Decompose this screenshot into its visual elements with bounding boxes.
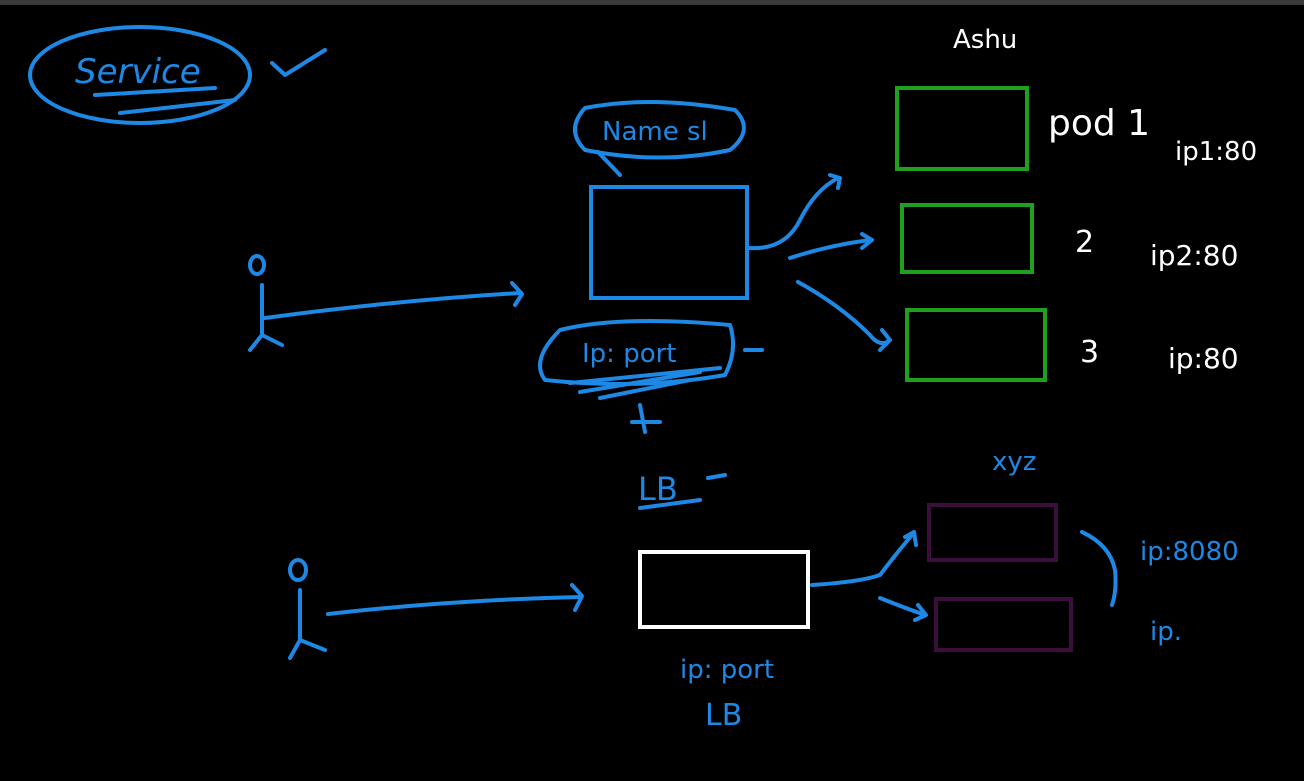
ip-short-label: ip.: [1150, 617, 1182, 647]
pod2-label: 2: [1075, 225, 1094, 260]
lb-label: LB: [638, 470, 678, 508]
arrow-to-pod1: [748, 176, 840, 251]
user1-head-icon: [248, 254, 266, 276]
arrow-head-pod3: [878, 328, 892, 352]
user2-head-icon: [288, 558, 308, 582]
ip-port-bottom-label: ip: port: [680, 655, 774, 685]
service-underline-1: [93, 86, 217, 97]
user1-arrow: [263, 291, 522, 320]
service-box: [589, 185, 749, 300]
pod3-label: 3: [1080, 335, 1099, 370]
ip-8080-label: ip:8080: [1140, 537, 1239, 567]
user2-arrow-head: [570, 583, 584, 612]
user-figure-2: [288, 558, 327, 660]
user1-arrow-head: [510, 281, 524, 307]
lb-arrow-to-pod-b: [878, 596, 927, 617]
xyz-label: xyz: [992, 447, 1036, 477]
purple-pod-box-2: [934, 597, 1073, 652]
name-bubble-tail: [596, 150, 622, 177]
arrow-head-pod2: [860, 232, 874, 250]
owner-label: Ashu: [953, 25, 1017, 55]
service-circle: [28, 25, 252, 125]
pod-box-3: [905, 308, 1047, 382]
lb-arrow-head-a: [903, 530, 918, 547]
lb-bottom-label: LB: [705, 698, 742, 733]
pod-box-1: [895, 86, 1029, 171]
pod1-label: pod 1: [1048, 103, 1150, 144]
arrow-head-pod1: [828, 173, 842, 190]
name-label: Name sl: [602, 117, 708, 147]
ip-port-label: Ip: port: [582, 339, 677, 369]
service-title-group: Service: [28, 25, 327, 125]
lb-dash: [706, 473, 727, 480]
load-balancer-box: [638, 550, 810, 629]
ip-port-bubble-group: Ip: port: [538, 319, 764, 434]
pod-box-2: [900, 203, 1034, 274]
ip-port-scribble: [568, 366, 722, 400]
user2-arrow: [326, 595, 582, 616]
service-fanout-arrows: [748, 173, 892, 352]
service-underline-2: [118, 98, 237, 115]
plus-icon: [630, 403, 662, 434]
name-bubble: [573, 99, 746, 160]
window-top-bar: [0, 0, 1304, 5]
ip-port-bubble: [538, 319, 736, 386]
checkmark-icon: [270, 48, 327, 77]
name-bubble-group: Name sl: [573, 99, 746, 177]
lb-label-group: LB: [638, 470, 727, 510]
arrow-to-pod2: [788, 238, 872, 260]
user1-body-icon: [248, 283, 284, 352]
service-label: Service: [75, 52, 201, 92]
lb-arrow-to-pod-a: [810, 533, 914, 587]
pod1-ip-label: ip1:80: [1175, 137, 1257, 167]
user2-body-icon: [288, 588, 327, 660]
brace-icon: [1080, 530, 1118, 607]
user-figure-1: [248, 254, 284, 352]
lb-underline: [638, 498, 702, 510]
purple-pod-box-1: [927, 503, 1058, 562]
pod2-ip-label: ip2:80: [1150, 239, 1238, 272]
pod3-ip-label: ip:80: [1168, 342, 1239, 375]
lb-arrow-head-b: [913, 603, 928, 622]
arrow-to-pod3: [796, 280, 892, 346]
